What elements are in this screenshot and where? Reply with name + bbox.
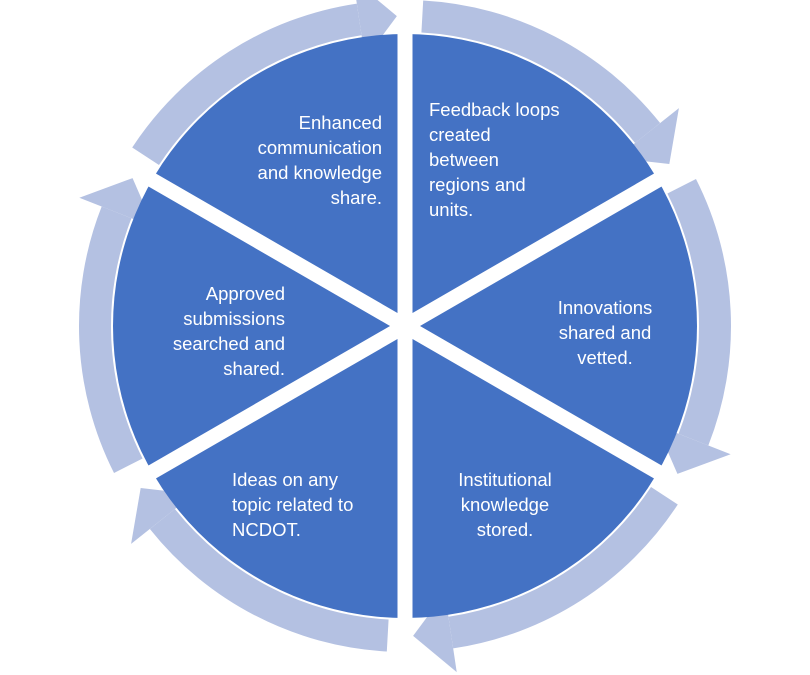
label-line: Approved bbox=[205, 283, 285, 304]
label-line: created bbox=[429, 124, 491, 145]
label-line: share. bbox=[330, 187, 382, 208]
label-line: Innovations bbox=[557, 297, 653, 318]
label-line: units. bbox=[429, 199, 474, 220]
label-line: topic related to bbox=[232, 494, 354, 515]
cycle-arrow-body bbox=[448, 486, 678, 649]
label-line: searched and bbox=[172, 333, 285, 354]
segment-label-enhanced-communication: Enhanced communication and knowledge sha… bbox=[230, 110, 382, 210]
cycle-arrow-body bbox=[421, 0, 661, 143]
segment-divider bbox=[401, 141, 718, 333]
segment-disc bbox=[92, 0, 718, 675]
cycle-arrow-body bbox=[78, 206, 143, 473]
label-line: shared and bbox=[558, 322, 652, 343]
segment-label-approved-submissions: Approved submissions searched and shared… bbox=[140, 281, 285, 381]
arrow-ring bbox=[78, 0, 731, 673]
label-line: regions and bbox=[429, 174, 526, 195]
segment-label-feedback-loops: Feedback loops created between regions a… bbox=[429, 97, 560, 222]
label-line: submissions bbox=[183, 308, 285, 329]
segment-divider bbox=[92, 141, 409, 333]
segment-label-institutional-knowledge: Institutional knowledge stored. bbox=[430, 467, 580, 542]
label-line: between bbox=[429, 149, 499, 170]
segment-divider bbox=[401, 319, 718, 511]
label-line: knowledge bbox=[460, 494, 550, 515]
label-line: Institutional bbox=[458, 469, 552, 490]
segment-label-innovations: Innovations shared and vetted. bbox=[540, 295, 670, 370]
label-line: Ideas on any bbox=[232, 469, 338, 490]
cycle-arrow-body bbox=[132, 3, 362, 166]
label-line: vetted. bbox=[577, 347, 633, 368]
label-line: NCDOT. bbox=[232, 519, 301, 540]
label-line: Feedback loops bbox=[429, 99, 560, 120]
segment-label-ideas: Ideas on any topic related to NCDOT. bbox=[232, 467, 353, 542]
segment-divider bbox=[92, 319, 409, 511]
label-line: stored. bbox=[476, 519, 534, 540]
cycle-arrow-body bbox=[149, 509, 389, 652]
label-line: communication bbox=[257, 137, 382, 158]
label-line: Enhanced bbox=[298, 112, 382, 133]
label-line: shared. bbox=[223, 358, 285, 379]
cycle-arrow-body bbox=[667, 179, 731, 446]
label-line: and knowledge bbox=[257, 162, 382, 183]
